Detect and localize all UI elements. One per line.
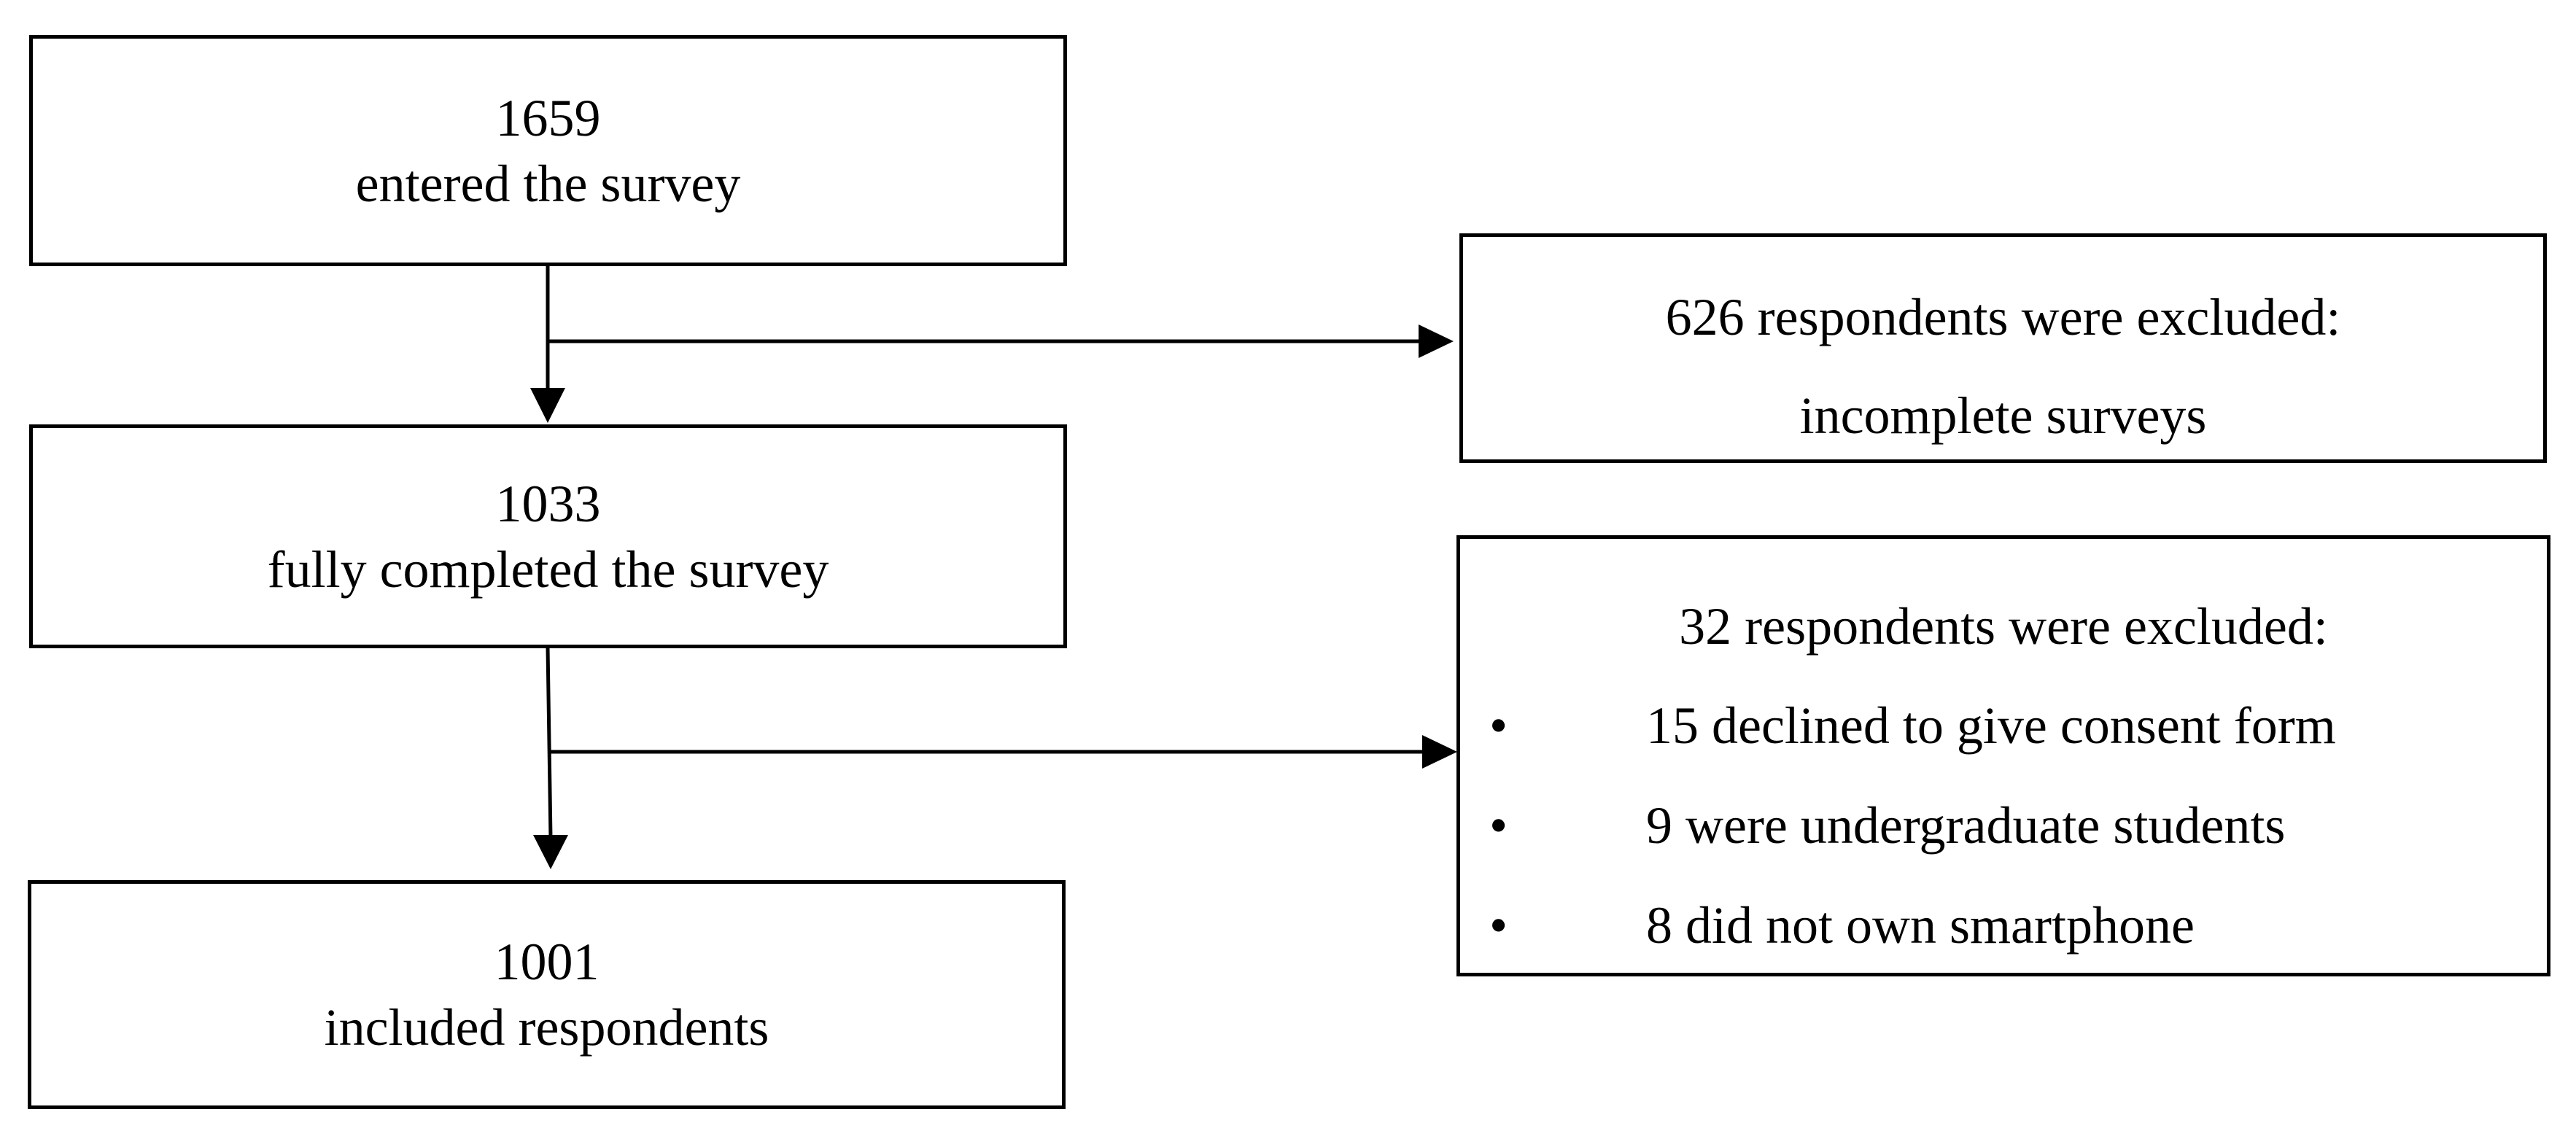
included-count: 1001	[494, 933, 600, 991]
arrowhead-exclusion-1	[1419, 324, 1454, 358]
bullet-icon: •	[1489, 696, 1508, 755]
included-label: included respondents	[324, 998, 769, 1057]
exclusion-reason-item: • 9 were undergraduate students	[1460, 793, 2547, 858]
arrowhead-included	[533, 835, 568, 869]
entered-count: 1659	[495, 88, 601, 147]
included-respondents-box: 1001 included respondents	[28, 880, 1066, 1109]
bullet-icon: •	[1489, 896, 1508, 955]
exclusion-reason-item: • 8 did not own smartphone	[1460, 893, 2547, 958]
arrowhead-exclusion-2	[1422, 735, 1457, 769]
exclusion-box-1: 626 respondents were excluded: incomplet…	[1459, 233, 2547, 463]
completed-count: 1033	[495, 474, 601, 533]
completed-survey-box: 1033 fully completed the survey	[29, 424, 1067, 648]
entered-label: entered the survey	[355, 154, 741, 213]
exclusion-box-2: 32 respondents were excluded: • 15 decli…	[1456, 535, 2550, 976]
exclusion-1-title: 626 respondents were excluded:	[1665, 288, 2341, 346]
entered-survey-box: 1659 entered the survey	[29, 35, 1067, 266]
arrowhead-completed	[530, 388, 565, 423]
exclusion-1-reason: incomplete surveys	[1799, 386, 2207, 445]
exclusion-reason-text: 15 declined to give consent form	[1646, 696, 2336, 755]
completed-label: fully completed the survey	[267, 540, 829, 599]
exclusion-reason-text: 9 were undergraduate students	[1646, 796, 2286, 855]
arrow-completed-to-included	[546, 647, 553, 839]
bullet-icon: •	[1489, 796, 1508, 855]
exclusion-reason-text: 8 did not own smartphone	[1646, 896, 2195, 955]
exclusion-2-title: 32 respondents were excluded:	[1679, 597, 2328, 656]
exclusion-reason-item: • 15 declined to give consent form	[1460, 693, 2547, 758]
